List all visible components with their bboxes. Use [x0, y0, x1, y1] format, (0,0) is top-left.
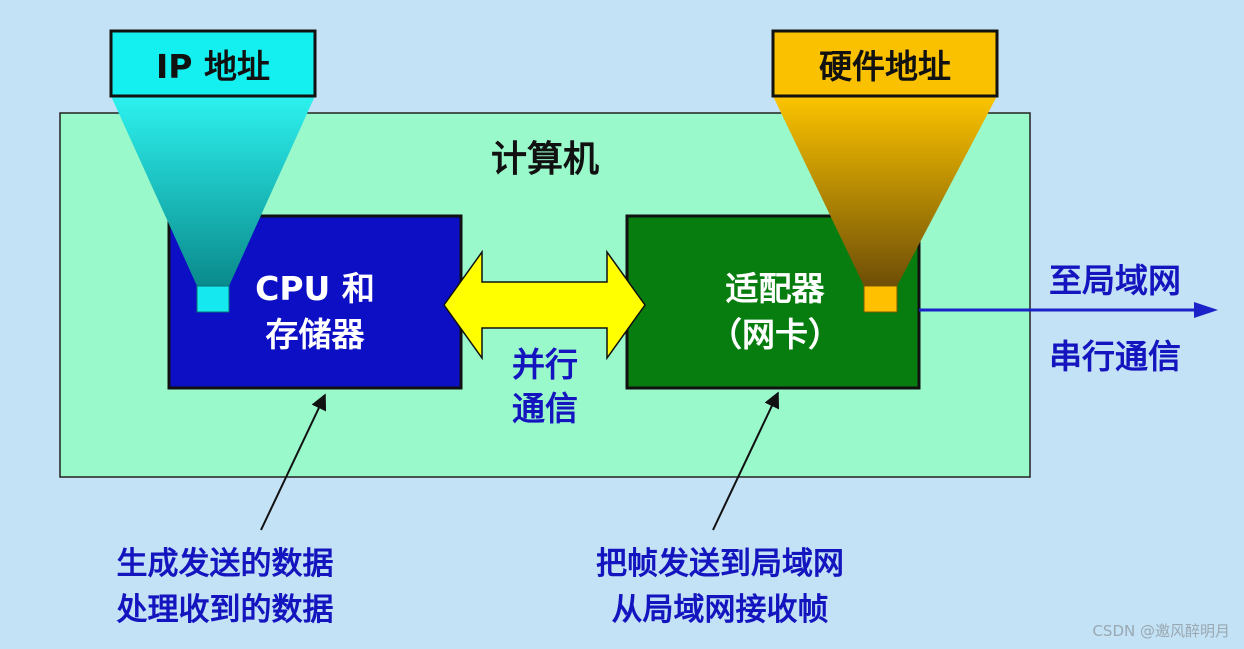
cpu-pointer-arrow [260, 393, 327, 531]
adapter-label-line2: （网卡） [709, 315, 841, 354]
serial-link-arrowhead [1194, 302, 1218, 318]
parallel-double-arrow [443, 249, 646, 361]
hardware-address-beam [773, 96, 997, 286]
parallel-label-line1: 并行 [512, 345, 578, 384]
adapter-pointer-arrow [712, 391, 780, 531]
hardware-address-port [863, 285, 898, 313]
ip-address-beam [111, 96, 315, 286]
ip-address-port [196, 285, 230, 313]
serial-label: 串行通信 [1049, 337, 1181, 376]
watermark-text: CSDN @邀风醉明月 [1092, 622, 1230, 640]
hardware-address-label-box [771, 29, 999, 98]
cpu-label-line2: 存储器 [265, 315, 365, 354]
computer-title: 计算机 [490, 139, 599, 180]
adapter-label-line1: 适配器 [725, 269, 825, 308]
adapter-note-line2: 从局域网接收帧 [611, 592, 829, 628]
parallel-label-line2: 通信 [512, 389, 578, 428]
adapter-note-line1: 把帧发送到局域网 [596, 546, 844, 582]
cpu-label-line1: CPU 和 [255, 269, 375, 308]
hardware-address-label: 硬件地址 [819, 47, 951, 86]
to-lan-label: 至局域网 [1049, 261, 1181, 300]
cpu-note-line1: 生成发送的数据 [116, 546, 334, 582]
ip-address-label: IP 地址 [156, 47, 270, 86]
ip-address-label-box [109, 29, 317, 98]
cpu-note-line2: 处理收到的数据 [116, 592, 334, 628]
